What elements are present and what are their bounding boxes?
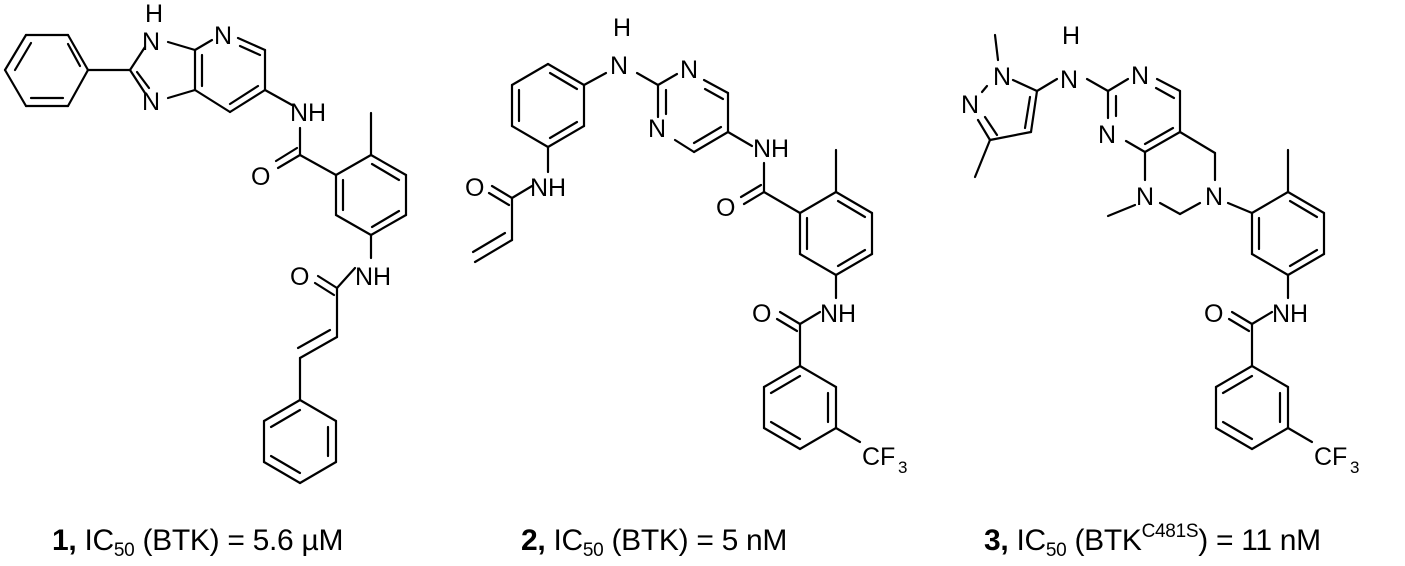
- atom-label: CF: [1314, 443, 1347, 471]
- target-label: (BTK: [1074, 524, 1142, 557]
- atom-label: N: [648, 115, 666, 143]
- atom-label: NH: [1272, 300, 1308, 328]
- target-close: ): [678, 524, 689, 557]
- atom-label: O: [1204, 300, 1223, 328]
- atom-label: N: [993, 63, 1011, 91]
- metric-label: IC: [84, 524, 114, 557]
- target-label: (BTK: [142, 524, 210, 557]
- atom-label: N: [961, 91, 979, 119]
- atom-label: N: [610, 52, 628, 80]
- atom-label: 3: [898, 458, 907, 477]
- ic50-value: = 11 nM: [1215, 524, 1321, 557]
- atom-label: NH: [530, 174, 566, 202]
- atom-label: N: [1060, 66, 1078, 94]
- atom-label: O: [716, 194, 735, 222]
- atom-label: N: [1205, 183, 1223, 211]
- compound-number: 2,: [521, 524, 546, 557]
- atom-label: NH: [355, 263, 391, 291]
- atom-label: N: [1136, 183, 1154, 211]
- atom-label: H: [1062, 22, 1080, 50]
- compound-1-caption: 1, IC50 (BTK) = 5.6 µM: [52, 524, 344, 561]
- atom-label: NH: [290, 99, 326, 127]
- metric-label: IC: [1016, 524, 1046, 557]
- compound-1-structure: H N N N NH O NH O: [3, 0, 408, 485]
- atom-label: NH: [820, 300, 856, 328]
- ic50-value: = 5 nM: [696, 524, 788, 557]
- atom-label: N: [214, 22, 232, 50]
- atom-label: CF: [862, 443, 895, 471]
- compound-3-caption: 3, IC50 (BTKC481S) = 11 nM: [984, 521, 1321, 561]
- metric-subscript: 50: [113, 540, 135, 561]
- atom-label: O: [251, 163, 270, 191]
- ic50-value: = 5.6 µM: [227, 524, 344, 557]
- target-close: ): [209, 524, 220, 557]
- compound-3-structure: H N N N N N N N NH O CF 3: [961, 22, 1359, 477]
- atom-label: NH: [753, 135, 789, 163]
- atom-label: O: [465, 174, 484, 202]
- metric-subscript: 50: [1045, 540, 1067, 561]
- metric-label: IC: [553, 524, 583, 557]
- atom-label: N: [1098, 121, 1116, 149]
- compound-2-caption: 2, IC50 (BTK) = 5 nM: [521, 524, 788, 561]
- compound-2-structure: H N N N NH O NH O NH O CF 3: [465, 14, 907, 477]
- atom-label: O: [752, 300, 771, 328]
- atom-label: O: [290, 263, 309, 291]
- atom-label: H: [145, 0, 163, 28]
- target-close: ): [1198, 524, 1208, 557]
- atom-label: N: [142, 28, 160, 56]
- atom-label: 3: [1350, 458, 1359, 477]
- metric-subscript: 50: [582, 540, 604, 561]
- compound-number: 1,: [52, 524, 77, 557]
- target-mutation: C481S: [1141, 521, 1199, 542]
- atom-label: H: [613, 14, 631, 42]
- atom-label: N: [142, 88, 160, 116]
- atom-label: N: [1131, 62, 1149, 90]
- target-label: (BTK: [611, 524, 679, 557]
- atom-label: N: [680, 56, 698, 84]
- compound-number: 3,: [984, 524, 1009, 557]
